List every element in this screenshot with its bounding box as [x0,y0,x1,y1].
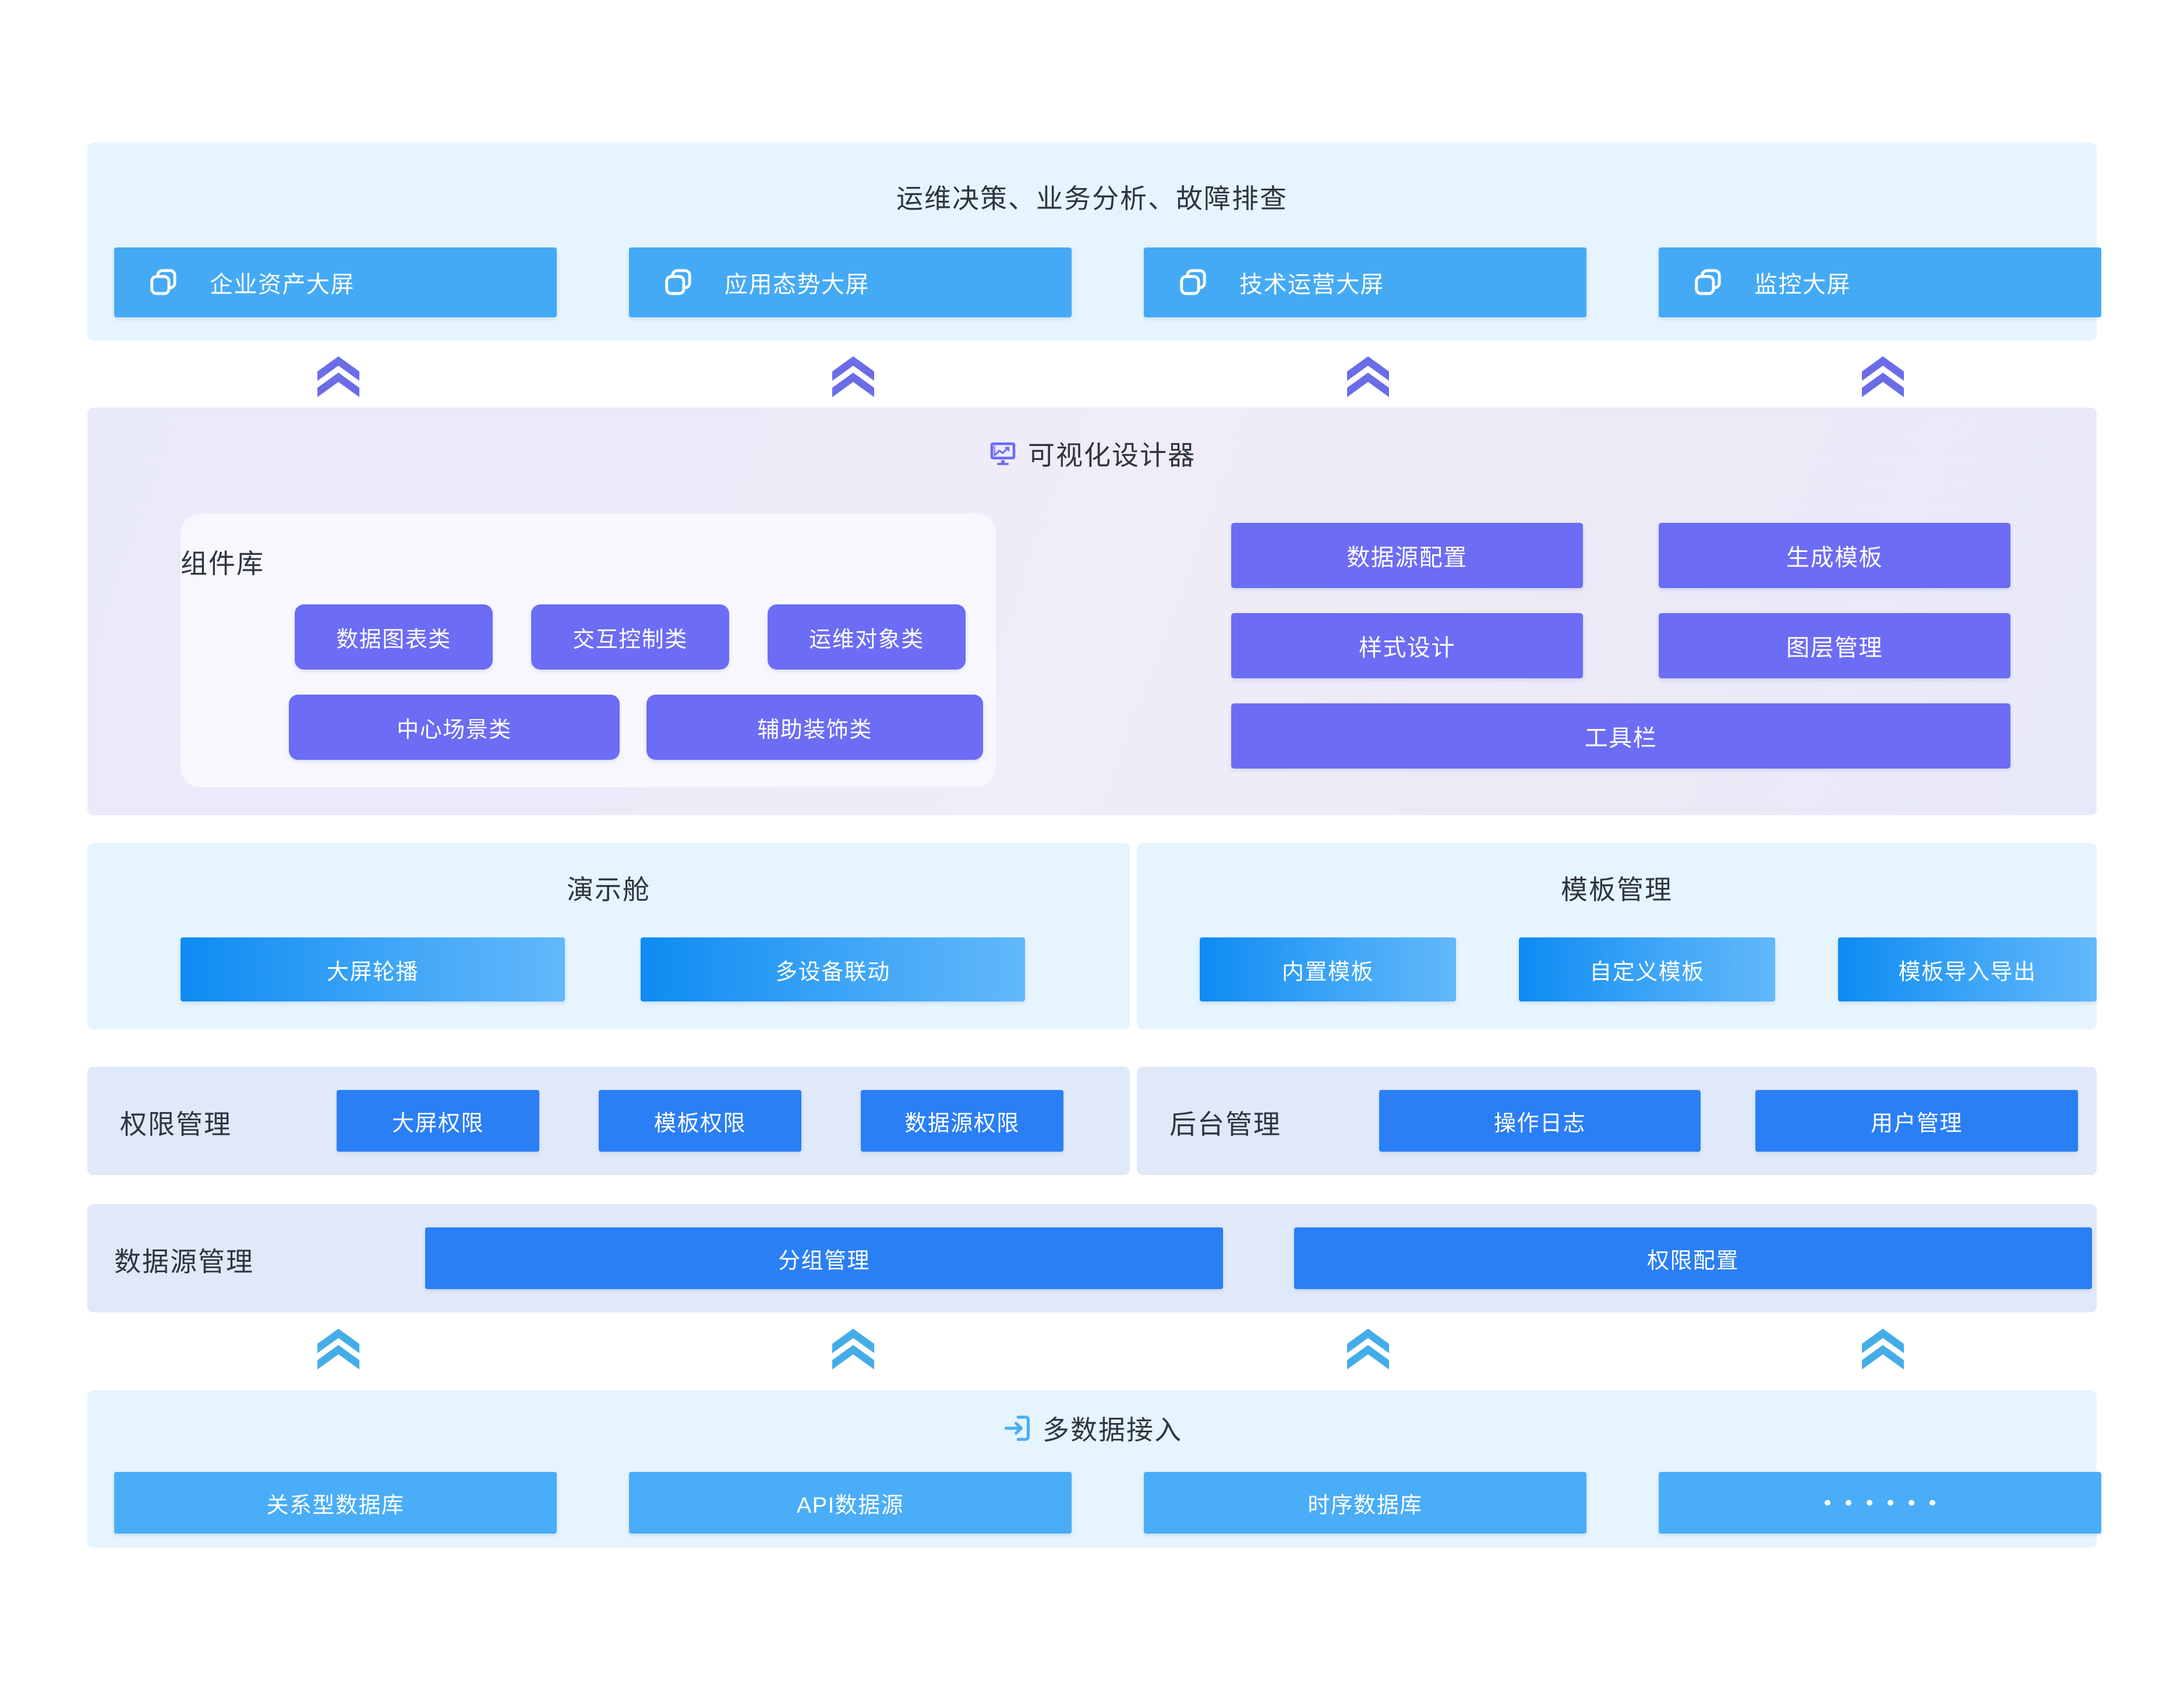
presentation-title-row: 演示舱 [87,869,1130,907]
permission-button-label: 模板权限 [653,1111,746,1136]
template-button-label: 模板导入导出 [1898,960,2037,985]
layers-icon [1178,267,1209,298]
monitor-chart-icon [988,439,1017,468]
screen-button-label: 应用态势大屏 [725,272,870,298]
datasource-type-label: 关系型数据库 [266,1493,405,1518]
datasource-type-label: API数据源 [796,1493,904,1518]
component-chip-center-scene[interactable]: 中心场景类 [289,695,620,760]
layers-icon [663,267,694,298]
tool-button-label: 工具栏 [1584,725,1658,751]
permission-section-title: 权限管理 [120,1109,232,1139]
presentation-title: 演示舱 [567,875,651,905]
presentation-button-multi-device[interactable]: 多设备联动 [641,937,1025,1001]
top-section-title-row: 运维决策、业务分析、故障排查 [87,178,2097,216]
presentation-button-screen-rotation[interactable]: 大屏轮播 [181,937,565,1001]
component-chip-data-chart[interactable]: 数据图表类 [295,604,493,670]
backend-button-label: 用户管理 [1870,1111,1963,1136]
component-chip-label: 交互控制类 [572,627,688,652]
datasource-button-group-management[interactable]: 分组管理 [425,1227,1223,1289]
component-chip-label: 辅助装饰类 [757,717,872,742]
template-title: 模板管理 [1561,875,1673,905]
presentation-button-label: 大屏轮播 [326,960,419,985]
backend-section-title: 后台管理 [1169,1109,1281,1139]
layers-icon [1692,267,1724,298]
presentation-button-label: 多设备联动 [775,960,890,985]
datasource-button-permission-config[interactable]: 权限配置 [1294,1227,2092,1289]
template-button-builtin[interactable]: 内置模板 [1200,937,1456,1001]
datasource-type-api[interactable]: API数据源 [629,1472,1072,1534]
designer-title-row: 可视化设计器 [87,434,2097,473]
data-access-title-row: 多数据接入 [87,1409,2097,1447]
tool-button-label: 数据源配置 [1347,545,1468,571]
tool-button-layer-management[interactable]: 图层管理 [1659,613,2010,678]
datasource-management-title: 数据源管理 [114,1247,254,1277]
template-button-import-export[interactable]: 模板导入导出 [1838,937,2097,1001]
permission-button-label: 大屏权限 [391,1111,484,1136]
template-title-row: 模板管理 [1137,869,2097,907]
tool-button-generate-template[interactable]: 生成模板 [1659,523,2010,588]
permission-button-template[interactable]: 模板权限 [599,1090,801,1152]
datasource-type-label: 时序数据库 [1307,1493,1423,1518]
double-chevron-up-icon [1859,354,1907,398]
datasource-type-relational-db[interactable]: 关系型数据库 [114,1472,557,1534]
ellipsis-dots-icon [1825,1500,1935,1506]
tool-button-label: 生成模板 [1786,545,1883,571]
tool-button-toolbar[interactable]: 工具栏 [1231,703,2010,769]
tool-button-label: 图层管理 [1786,635,1883,661]
component-chip-interaction-control[interactable]: 交互控制类 [531,604,729,670]
import-arrow-icon [1002,1413,1032,1443]
component-chip-label: 运维对象类 [809,627,924,652]
component-chip-label: 数据图表类 [336,627,451,652]
datasource-type-more[interactable] [1659,1472,2101,1534]
datasource-button-label: 分组管理 [778,1248,870,1273]
double-chevron-up-icon [314,354,362,398]
datasource-type-timeseries-db[interactable]: 时序数据库 [1144,1472,1586,1534]
tool-button-datasource-config[interactable]: 数据源配置 [1231,523,1583,588]
screen-button-label: 企业资产大屏 [210,272,355,298]
tool-button-label: 样式设计 [1359,635,1455,661]
template-button-label: 自定义模板 [1589,960,1705,985]
template-section: 模板管理 [1137,843,2097,1029]
permission-button-screen[interactable]: 大屏权限 [337,1090,539,1152]
backend-button-label: 操作日志 [1493,1111,1586,1136]
double-chevron-up-icon [829,1326,877,1371]
screen-button-enterprise-asset[interactable]: 企业资产大屏 [114,247,557,317]
screen-button-app-posture[interactable]: 应用态势大屏 [629,247,1072,317]
designer-title: 可视化设计器 [1028,440,1196,470]
component-chip-label: 中心场景类 [397,717,512,742]
data-access-title: 多数据接入 [1042,1415,1182,1445]
double-chevron-up-icon [1344,354,1392,398]
layers-icon [148,267,179,298]
datasource-button-label: 权限配置 [1646,1248,1739,1273]
component-chip-ops-object[interactable]: 运维对象类 [768,604,966,670]
double-chevron-up-icon [314,1326,362,1371]
double-chevron-up-icon [1344,1326,1392,1371]
screen-button-tech-operation[interactable]: 技术运营大屏 [1144,247,1586,317]
template-button-label: 内置模板 [1281,960,1374,985]
screen-button-label: 技术运营大屏 [1239,272,1384,298]
double-chevron-up-icon [829,354,877,398]
screen-button-monitoring[interactable]: 监控大屏 [1659,247,2101,317]
template-button-custom[interactable]: 自定义模板 [1519,937,1775,1001]
component-library-title: 组件库 [181,548,264,579]
backend-button-user-management[interactable]: 用户管理 [1755,1090,2078,1152]
component-chip-aux-decoration[interactable]: 辅助装饰类 [646,695,983,760]
permission-button-label: 数据源权限 [904,1111,1020,1136]
backend-button-operation-log[interactable]: 操作日志 [1379,1090,1701,1152]
double-chevron-up-icon [1859,1326,1907,1371]
permission-button-datasource[interactable]: 数据源权限 [861,1090,1063,1152]
top-section-title: 运维决策、业务分析、故障排查 [896,183,1288,214]
tool-button-style-design[interactable]: 样式设计 [1231,613,1583,678]
presentation-section: 演示舱 [87,843,1130,1029]
screen-button-label: 监控大屏 [1754,272,1851,298]
